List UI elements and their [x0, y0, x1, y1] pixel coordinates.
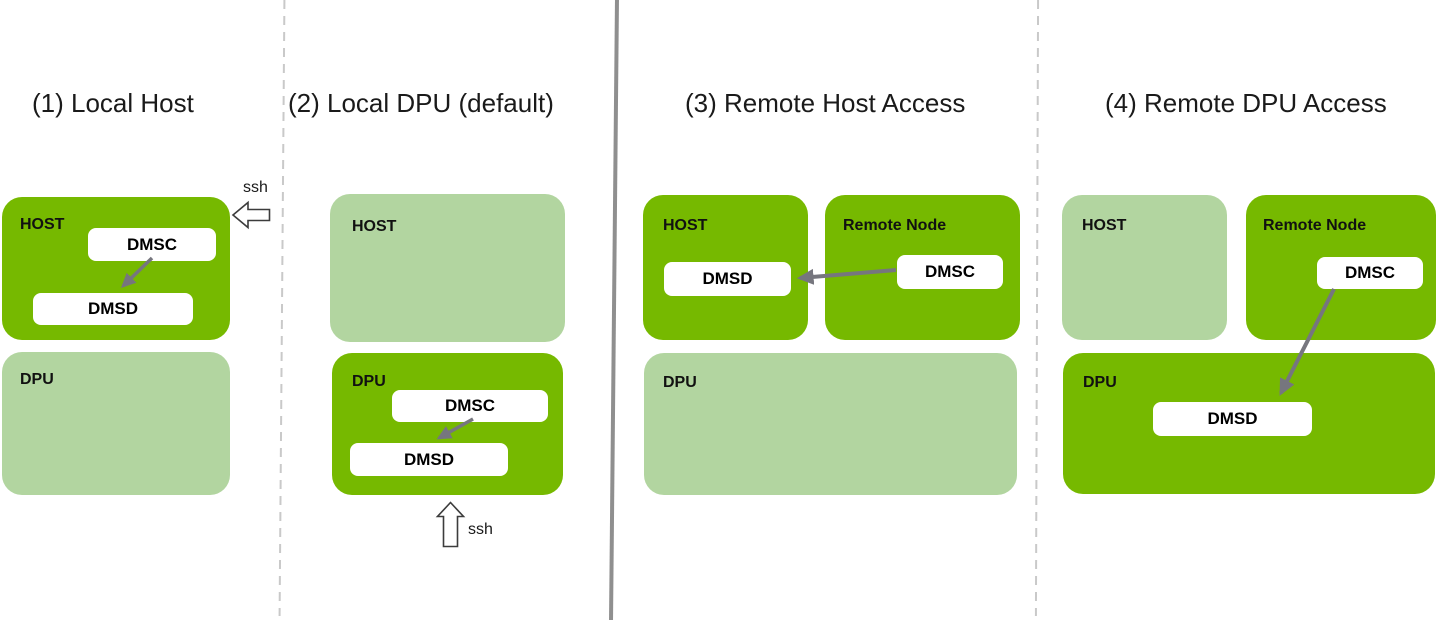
panel-2-host-box — [330, 194, 565, 342]
panel-2-dmsc-to-dmsd-arrow-icon — [436, 417, 474, 440]
panel-4-dmsc-chip: DMSC — [1317, 257, 1423, 289]
panel-1-dpu-label: DPU — [20, 371, 54, 388]
panel-1-dmsc-chip: DMSC — [88, 228, 216, 261]
panel-3-title: (3) Remote Host Access — [685, 88, 966, 118]
panel-3-dmsc-to-dmsd-arrow-icon — [796, 268, 897, 285]
panel-4-dpu-box — [1063, 353, 1435, 494]
panel-4-host-label: HOST — [1082, 217, 1127, 234]
panel-3-dpu-label: DPU — [663, 374, 697, 391]
panel-3-dmsd-chip: DMSD — [664, 262, 791, 296]
panel-4-dpu-label: DPU — [1083, 374, 1117, 391]
panel-1-ssh-arrow-left-icon — [231, 200, 271, 230]
panel-1-host-box — [2, 197, 230, 340]
panel-4-remote-node-box — [1246, 195, 1436, 340]
panel-3-remote-node-label: Remote Node — [843, 217, 947, 234]
panel-2-dpu-label: DPU — [352, 373, 386, 390]
panel-2-ssh-arrow-up-icon — [435, 501, 466, 548]
panel-1-host-label: HOST — [20, 216, 65, 233]
panel-divider-dashed-1 — [278, 0, 286, 616]
panel-1-dpu-box — [2, 352, 230, 495]
panel-2-dmsc-chip: DMSC — [392, 390, 548, 422]
panel-1-ssh-label: ssh — [243, 179, 268, 196]
panel-2-title: (2) Local DPU (default) — [288, 88, 554, 118]
panel-4-dmsc-to-dmsd-arrow-icon — [1279, 288, 1336, 396]
panel-3-remote-node-box — [825, 195, 1020, 340]
panel-2-dpu-box — [332, 353, 563, 495]
panel-4-dmsd-chip: DMSD — [1153, 402, 1312, 436]
panel-1-dmsc-to-dmsd-arrow-icon — [120, 256, 154, 288]
panel-3-host-label: HOST — [663, 217, 708, 234]
panel-3-dpu-box — [644, 353, 1017, 495]
panel-2-dmsd-chip: DMSD — [350, 443, 508, 476]
panel-4-host-box — [1062, 195, 1227, 340]
panel-2-ssh-label: ssh — [468, 521, 493, 538]
panel-3-host-box — [643, 195, 808, 340]
panel-1-dmsd-chip: DMSD — [33, 293, 193, 325]
panel-divider-solid — [609, 0, 619, 620]
panel-4-remote-node-label: Remote Node — [1263, 217, 1367, 234]
panel-3-dmsc-chip: DMSC — [897, 255, 1003, 289]
panel-4-title: (4) Remote DPU Access — [1105, 88, 1387, 118]
panel-1-title: (1) Local Host — [32, 88, 194, 118]
panel-divider-dashed-2 — [1034, 0, 1040, 617]
panel-2-host-label: HOST — [352, 218, 397, 235]
